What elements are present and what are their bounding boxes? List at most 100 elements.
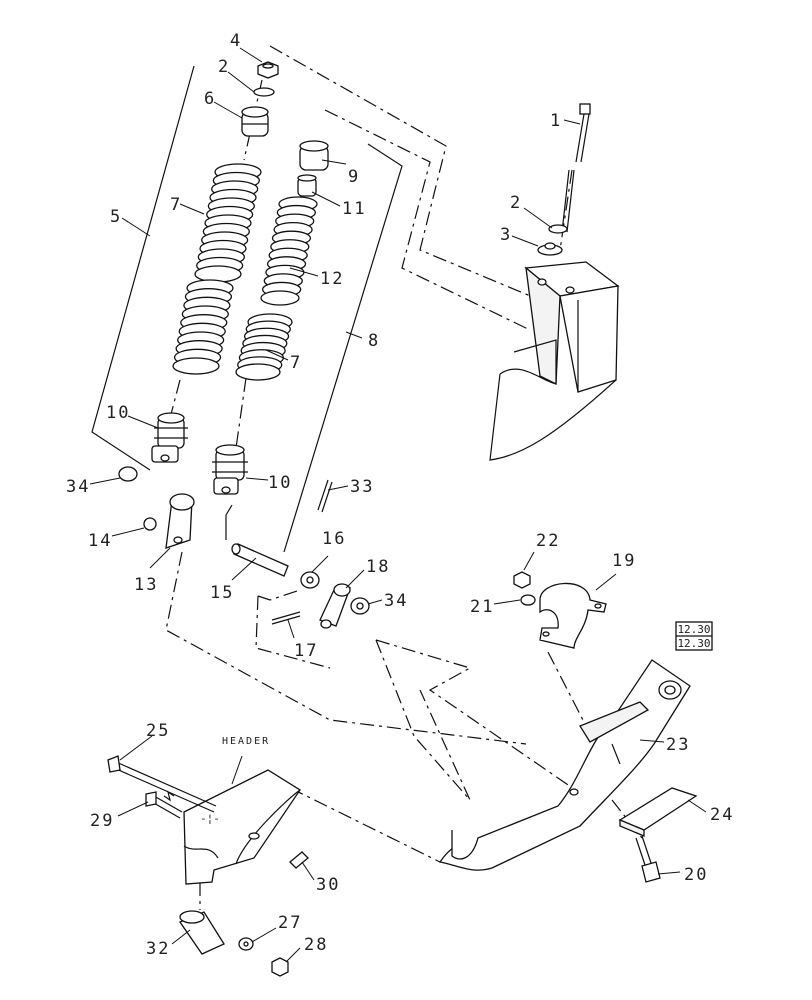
washer-16	[300, 571, 320, 589]
cotter-pin-30	[289, 851, 309, 869]
guide-line-top	[269, 45, 541, 301]
spring-coil	[235, 363, 281, 381]
clamp-19	[539, 582, 607, 649]
spring-cap-6	[241, 106, 269, 137]
outer-spring-7-right	[235, 313, 293, 381]
bolt-25	[107, 755, 217, 813]
link-18	[319, 583, 351, 629]
bolt-1	[561, 103, 591, 233]
washer-27	[238, 937, 254, 951]
callout-29: 29	[90, 811, 114, 831]
callout-1: 1	[550, 111, 562, 131]
callout-32: 32	[146, 939, 170, 959]
assembly-5-outline	[91, 65, 195, 471]
callout-13: 13	[134, 575, 158, 595]
guide-line-pin-2	[257, 589, 301, 601]
callout-4: 4	[230, 31, 242, 51]
callout-30: 30	[316, 875, 340, 895]
bolt-29	[145, 790, 183, 819]
callout-21: 21	[470, 597, 494, 617]
reference-box: 12.30 12.30	[675, 621, 713, 651]
bushing-32	[179, 910, 225, 955]
guide-line-spring-l	[169, 379, 181, 419]
mount-bracket	[489, 261, 620, 461]
callout-33: 33	[350, 477, 374, 497]
ref-box-line1: 12.30	[677, 623, 710, 636]
callout-20: 20	[684, 865, 708, 885]
bolt-20	[635, 835, 661, 883]
callout-23: 23	[666, 735, 690, 755]
callout-28: 28	[304, 935, 328, 955]
callout-27: 27	[278, 913, 302, 933]
callout-14: 14	[88, 531, 112, 551]
callout-5: 5	[110, 207, 122, 227]
guide-line-top-2	[324, 109, 531, 331]
callout-34-right: 34	[384, 591, 408, 611]
callout-10-right: 10	[268, 473, 292, 493]
callout-3: 3	[500, 225, 512, 245]
callouts: 1 2 3 4 2 6 5 7 7 9 11 12 8 10 10 34 14 …	[66, 31, 734, 959]
washer-2-top-right	[548, 224, 568, 234]
callout-7-left: 7	[170, 195, 182, 215]
callout-12: 12	[320, 269, 344, 289]
callout-16: 16	[322, 529, 346, 549]
callout-19: 19	[612, 551, 636, 571]
guide-line-pin	[255, 595, 331, 669]
callout-22: 22	[536, 531, 560, 551]
guide-line-main	[165, 551, 527, 745]
callout-2-left: 2	[218, 57, 230, 77]
washer-2-top-left	[253, 87, 275, 97]
guide-line-bolt1	[559, 169, 573, 251]
callout-8: 8	[368, 331, 380, 351]
nut-28	[271, 957, 289, 977]
nut-11	[297, 174, 317, 197]
callout-7-right: 7	[290, 353, 302, 373]
callout-24: 24	[710, 805, 734, 825]
washer-3	[537, 242, 563, 256]
callout-6: 6	[204, 89, 216, 109]
guide-line-zigzag-2	[375, 639, 471, 801]
callout-2-right: 2	[510, 193, 522, 213]
pin-15	[231, 543, 289, 577]
pin-33	[317, 479, 333, 513]
inner-spring-12	[260, 196, 318, 306]
ref-box-line2: 12.30	[677, 637, 710, 650]
callout-9: 9	[348, 167, 360, 187]
arm-23	[438, 659, 691, 871]
callout-17: 17	[294, 641, 318, 661]
nut-4	[257, 61, 279, 79]
callout-10-left: 10	[106, 403, 130, 423]
plate-24	[618, 787, 698, 837]
link-13	[165, 493, 195, 549]
assembly-8-outline-b	[225, 504, 233, 540]
callout-11: 11	[342, 199, 366, 219]
callout-34-left: 34	[66, 477, 90, 497]
callout-18: 18	[366, 557, 390, 577]
spring-coil	[194, 265, 242, 283]
spring-seat-10-left	[151, 412, 188, 463]
washer-34-right	[350, 597, 370, 615]
spring-cap-9	[299, 140, 329, 171]
nut-22	[513, 571, 531, 589]
svg-text:-¦-: -¦-	[200, 812, 220, 825]
header-bracket: -¦-	[183, 769, 301, 885]
callout-25: 25	[146, 721, 170, 741]
leader-lines	[89, 47, 707, 963]
outer-spring-7-lower	[172, 279, 234, 375]
assembly-8-outline	[283, 143, 403, 553]
spring-seat-10-right	[212, 444, 248, 495]
washer-21	[520, 594, 536, 606]
washer-14	[143, 517, 157, 531]
callout-15: 15	[210, 583, 234, 603]
outer-spring-7-upper	[194, 163, 262, 283]
washer-34-left	[118, 466, 138, 482]
spring-coil	[172, 357, 220, 375]
guide-line-clamp	[547, 651, 587, 727]
guide-line-spring-r	[235, 377, 247, 449]
spring-coil	[260, 290, 300, 306]
header-leader	[231, 755, 243, 785]
header-label: HEADER	[222, 736, 270, 747]
guide-line-zigzag	[375, 639, 591, 801]
cotter-pin-17	[271, 611, 301, 625]
